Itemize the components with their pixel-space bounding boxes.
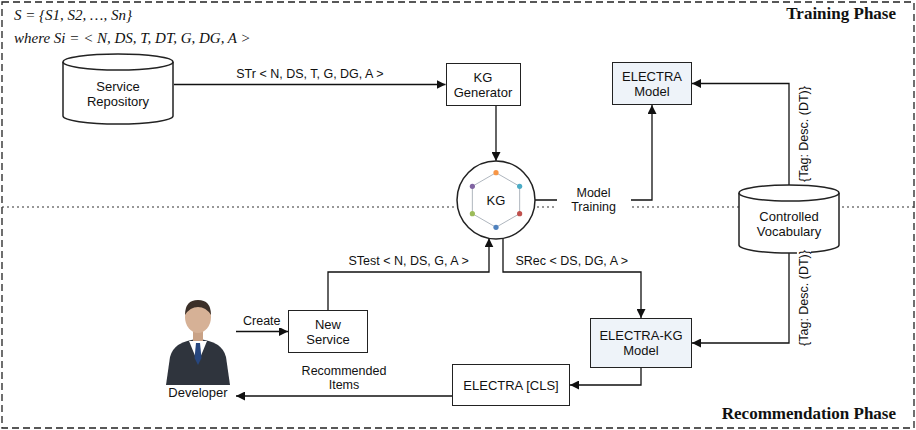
flow-arrow [692, 84, 789, 186]
node-text-area: KG [470, 174, 522, 226]
cylinder-body [739, 185, 839, 253]
node-text-area: New Service [294, 315, 362, 348]
edge-label: Recommended Items [292, 364, 396, 392]
node-label: ELECTRA-KG Model [596, 328, 686, 358]
edge-label: Create [241, 314, 283, 328]
process-box: KG Generator [446, 63, 521, 106]
person-figure [166, 300, 230, 385]
flow-arrow [503, 238, 641, 318]
node-label: Developer [160, 385, 236, 400]
node-label: ELECTRA Model [618, 69, 686, 99]
graph-dot [493, 170, 498, 175]
graph-dot [493, 225, 498, 230]
node-label: KG [470, 193, 522, 208]
graph-circle [457, 161, 535, 239]
node-text-area: Service Repository [68, 71, 168, 116]
repository-cylinder: Service Repository [62, 54, 174, 124]
edge-label: Model Training [557, 186, 631, 214]
developer-icon: Developer [160, 295, 236, 415]
flow-arrow [570, 368, 641, 385]
set-definition: where Si = < N, DS, T, DT, G, DG, A > [14, 30, 251, 47]
flow-arrow [495, 106, 496, 161]
edge-label: STr < N, DS, T, G, DG, A > [234, 67, 385, 81]
cylinder-rim [63, 62, 173, 70]
edge-label: SRec < DS, DG, A > [514, 254, 631, 268]
cylinder-body [63, 54, 173, 124]
node-label: Controlled Vocabulary [744, 209, 834, 239]
knowledge-graph-circle: KG [456, 160, 536, 240]
graph-dot [470, 211, 475, 216]
model-box: ELECTRA-KG Model [590, 318, 692, 368]
graph-dot [470, 184, 475, 189]
process-box: ELECTRA [CLS] [452, 364, 570, 406]
model-box: ELECTRA Model [612, 62, 692, 105]
phase-title: Training Phase [786, 4, 896, 24]
node-text-area: ELECTRA-KG Model [596, 323, 686, 363]
vocabulary-cylinder: Controlled Vocabulary [738, 185, 840, 253]
flow-arrow [174, 84, 446, 85]
node-label: New Service [294, 317, 362, 347]
node-text-area: KG Generator [452, 68, 515, 101]
node-text-area: Controlled Vocabulary [744, 202, 834, 245]
node-label: Service Repository [68, 79, 168, 109]
node-text-area: ELECTRA [CLS] [458, 369, 564, 401]
process-box: New Service [288, 310, 368, 353]
graph-dot [517, 211, 522, 216]
node-text-area: ELECTRA Model [618, 67, 686, 100]
flow-arrow [328, 238, 489, 310]
node-label: KG Generator [452, 70, 515, 100]
cylinder-rim [739, 193, 839, 201]
node-text-area: Developer [160, 385, 236, 415]
edge-label: {Tag: Desc. (DT)} [797, 248, 811, 348]
flow-arrow [236, 331, 288, 332]
phase-title: Recommendation Phase [722, 404, 896, 424]
graph-dot [517, 184, 522, 189]
flow-arrow [236, 395, 452, 396]
edge-label: {Tag: Desc. (DT)} [797, 84, 811, 184]
flow-arrow [692, 253, 789, 343]
edge-label: STest < N, DS, G, A > [347, 254, 471, 268]
set-definition: S = {S1, S2, …, Sn} [14, 7, 132, 24]
node-label: ELECTRA [CLS] [458, 378, 564, 393]
